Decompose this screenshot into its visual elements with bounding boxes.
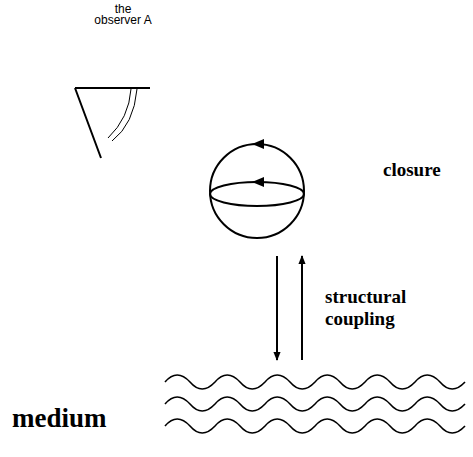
edge-label: structural coupling [325, 286, 455, 330]
medium-waves: medium [10, 366, 465, 450]
observer-eye: the observer A [70, 0, 160, 162]
eye-outline [75, 88, 150, 158]
eye-curves [108, 89, 137, 141]
coupling-arrow [276, 256, 278, 360]
wave-line [165, 397, 465, 411]
rotation-arrowhead [252, 177, 264, 187]
sphere-equator [210, 182, 304, 206]
closure-sphere-figure [208, 142, 306, 240]
observer-label: the observer A [93, 4, 153, 26]
closure-sphere: closure [208, 142, 306, 240]
wave-line [165, 375, 465, 389]
sphere-outline [210, 144, 304, 238]
rotation-arrowhead [252, 139, 264, 149]
wave-line [165, 419, 465, 433]
medium-label: medium [12, 403, 107, 433]
coupling-arrow [301, 256, 303, 360]
closure-label: closure [383, 159, 441, 181]
